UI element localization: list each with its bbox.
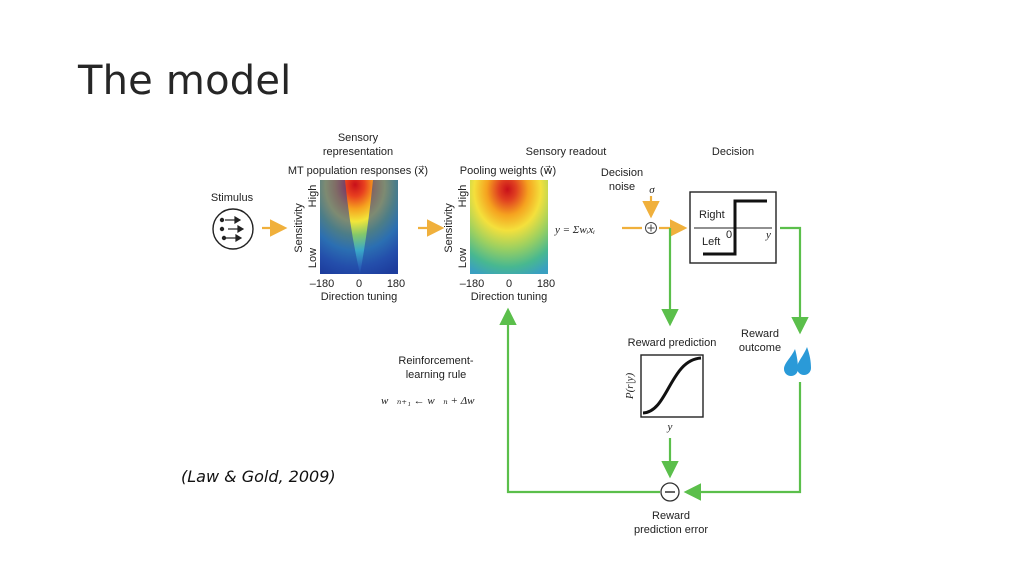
pooling-weights-label: Pooling weights (w⃗) (460, 165, 556, 177)
decision-noise-label-2: noise (609, 181, 635, 193)
sensory-representation-label: Sensory (338, 132, 379, 144)
reinforcement-label-2: learning rule (406, 369, 467, 381)
mt-tick-180: 180 (387, 278, 405, 290)
reward-prediction-y-label: y (667, 421, 673, 433)
sensory-readout-label: Sensory readout (526, 146, 607, 158)
stimulus-label: Stimulus (211, 192, 254, 204)
mt-direction-tuning-label: Direction tuning (321, 291, 397, 303)
reward-outcome-label: Reward (741, 328, 779, 340)
decision-right-label: Right (699, 209, 725, 221)
reward-prediction-label: Reward prediction (628, 337, 717, 349)
mt-tick-m180: –180 (310, 278, 334, 290)
arrow-outcome-to-rpe (683, 382, 802, 501)
decision-box (689, 191, 777, 264)
learning-rule-equation: w⃗ₙ₊₁ ← w⃗ₙ + Δw⃗ (381, 395, 483, 407)
pool-low-label: Low (457, 248, 469, 268)
decision-left-label: Left (702, 236, 720, 248)
pool-tick-0: 0 (506, 278, 512, 290)
rpe-label: Reward (652, 510, 690, 522)
pooling-heatmap (470, 180, 548, 274)
readout-equation: y = Σwᵢxᵢ (554, 224, 595, 236)
decision-noise-label: Decision (601, 167, 643, 179)
citation: (Law & Gold, 2009) (181, 467, 336, 486)
reinforcement-label: Reinforcement- (398, 355, 474, 367)
pool-tick-180: 180 (537, 278, 555, 290)
mt-heatmap (320, 180, 398, 274)
reward-outcome-label-2: outcome (739, 342, 781, 354)
arrow-decision-to-outcome (780, 226, 809, 335)
rpe-label-2: prediction error (634, 524, 708, 536)
reward-prediction-plot (640, 354, 704, 418)
decision-zero-label: 0 (726, 229, 732, 241)
p-r-y-label: P(r|y) (624, 373, 636, 401)
arrow-rpe-to-pooling (499, 307, 660, 494)
decision-y-label: y (765, 229, 771, 241)
mt-sensitivity-label: Sensitivity (293, 203, 305, 253)
decision-label: Decision (712, 146, 754, 158)
pool-tick-m180: –180 (460, 278, 484, 290)
slide-title: The model (78, 58, 292, 104)
water-drops-icon (784, 347, 811, 376)
sensory-representation-label-2: representation (323, 146, 393, 158)
sigma-label: σ (649, 184, 655, 196)
mt-low-label: Low (307, 248, 319, 268)
minus-node (660, 482, 680, 502)
mt-tick-0: 0 (356, 278, 362, 290)
pool-sensitivity-label: Sensitivity (443, 203, 455, 253)
pool-high-label: High (457, 185, 469, 208)
stimulus-icon (212, 208, 254, 250)
sum-node (645, 222, 657, 234)
pool-direction-tuning-label: Direction tuning (471, 291, 547, 303)
mt-high-label: High (307, 185, 319, 208)
mt-responses-label: MT population responses (x⃗) (288, 165, 428, 177)
